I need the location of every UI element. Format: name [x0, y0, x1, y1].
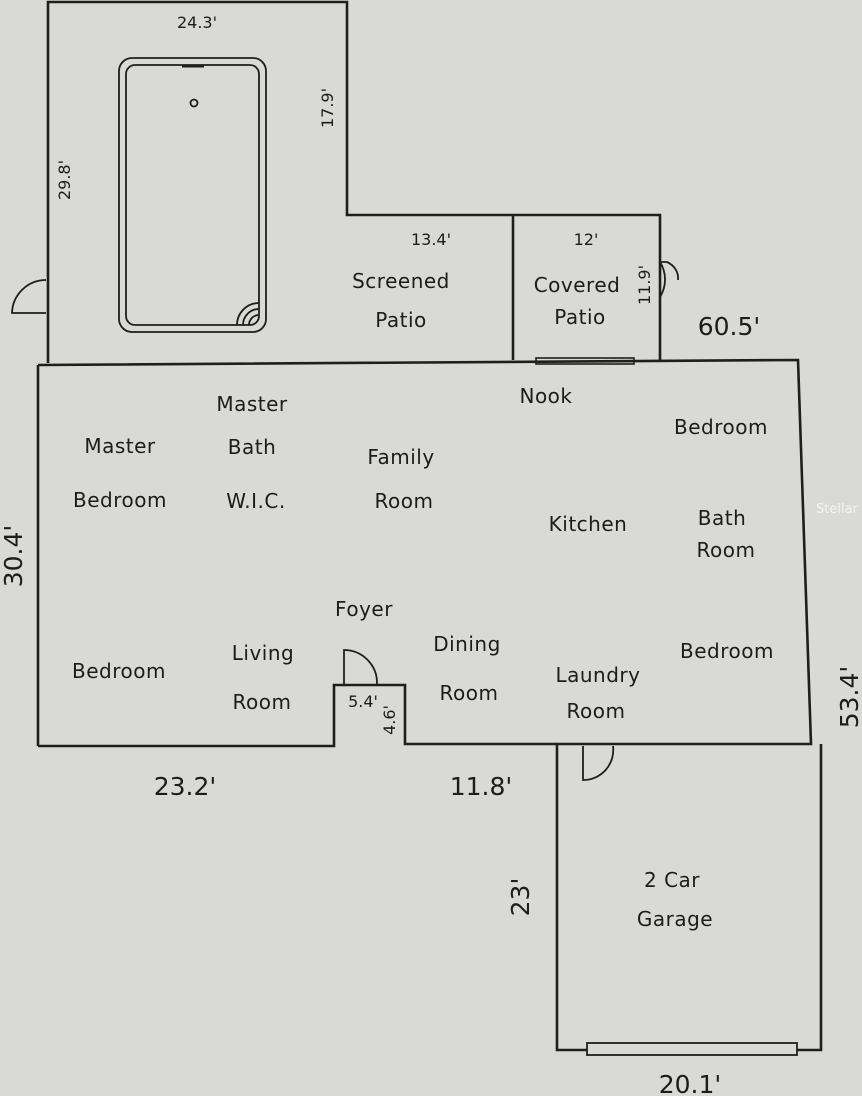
screened-patio-label: Screened [352, 269, 450, 293]
front-door-icon [343, 649, 378, 685]
bath-room-label: Bath [698, 506, 747, 530]
garage-width-dim: 20.1' [659, 1070, 722, 1096]
foyer-label: Foyer [335, 597, 393, 621]
covered-patio-label-2: Patio [554, 305, 606, 329]
covered-patio-label: Covered [534, 273, 621, 297]
wic-label: W.I.C. [226, 489, 285, 513]
master-bath-label: Master [216, 392, 288, 416]
bedroom-left-label: Bedroom [72, 659, 166, 683]
covered-patio-door-icon [659, 261, 666, 298]
bedroom-upper-label: Bedroom [674, 415, 768, 439]
screened-patio-width-dim: 13.4' [411, 230, 451, 249]
front-center-dim: 11.8' [450, 772, 513, 801]
garage-entry-door-icon [582, 745, 615, 781]
covered-patio-width-dim: 12' [574, 230, 599, 249]
covered-patio-door-swing [660, 261, 679, 281]
swimming-pool [118, 57, 267, 333]
covered-patio-depth-dim: 11.9' [635, 265, 654, 305]
nook-label: Nook [519, 384, 572, 408]
pool-area-depth-dim: 29.8' [55, 160, 74, 200]
laundry-room-label: Room [567, 699, 626, 723]
house-right-depth-dim: 53.4' [835, 666, 862, 729]
entry-width-dim: 5.4' [348, 692, 378, 711]
living-label: Living [232, 641, 294, 665]
pool-area-width-dim: 24.3' [177, 13, 217, 32]
house-left-depth-dim: 30.4' [0, 525, 28, 588]
garage-label-2: Garage [637, 907, 713, 931]
dining-label: Dining [433, 632, 501, 656]
house-front-wall [38, 683, 557, 748]
covered-patio-outline [513, 213, 662, 360]
laundry-label: Laundry [555, 663, 640, 687]
pool-door-icon [11, 279, 47, 314]
garage-door [586, 1042, 798, 1056]
dining-room-label: Room [440, 681, 499, 705]
master-bedroom-label: Bedroom [73, 488, 167, 512]
garage-depth-dim: 23' [506, 878, 535, 917]
living-room-label: Room [233, 690, 292, 714]
bedroom-right-label: Bedroom [680, 639, 774, 663]
bath-label: Bath [228, 435, 277, 459]
master-label: Master [84, 434, 156, 458]
bath-room-label-2: Room [697, 538, 756, 562]
front-left-dim: 23.2' [154, 772, 217, 801]
family-label: Family [367, 445, 434, 469]
overall-width-dim: 60.5' [698, 312, 761, 341]
kitchen-label: Kitchen [549, 512, 628, 536]
pool-area-side-dim: 17.9' [318, 88, 337, 128]
screened-patio-label-2: Patio [375, 308, 427, 332]
family-room-label: Room [375, 489, 434, 513]
pool-enclosure-outline [46, 0, 513, 363]
entry-depth-dim: 4.6' [380, 705, 399, 735]
garage-label: 2 Car [644, 868, 700, 892]
watermark: Stellar [816, 502, 859, 517]
